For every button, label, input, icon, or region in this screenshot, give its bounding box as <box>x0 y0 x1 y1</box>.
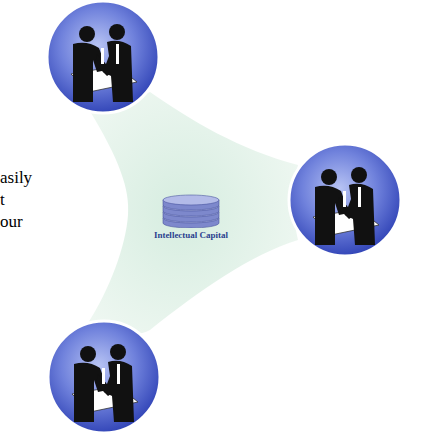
team-circle <box>48 321 160 433</box>
disk-top <box>163 195 219 205</box>
people-icon <box>72 344 138 422</box>
database-node: Intellectual Capital <box>146 192 236 244</box>
people-icon <box>313 167 379 245</box>
team-circle <box>289 144 401 256</box>
node-label: Intellectual Capital <box>146 230 236 240</box>
database-icon <box>146 192 236 228</box>
connector-fan <box>86 92 298 335</box>
team-circle <box>47 1 159 113</box>
cut-off-text: our <box>0 212 23 232</box>
cut-off-text: asily <box>0 168 32 188</box>
people-icon <box>71 24 137 102</box>
cut-off-text: t <box>0 190 5 210</box>
